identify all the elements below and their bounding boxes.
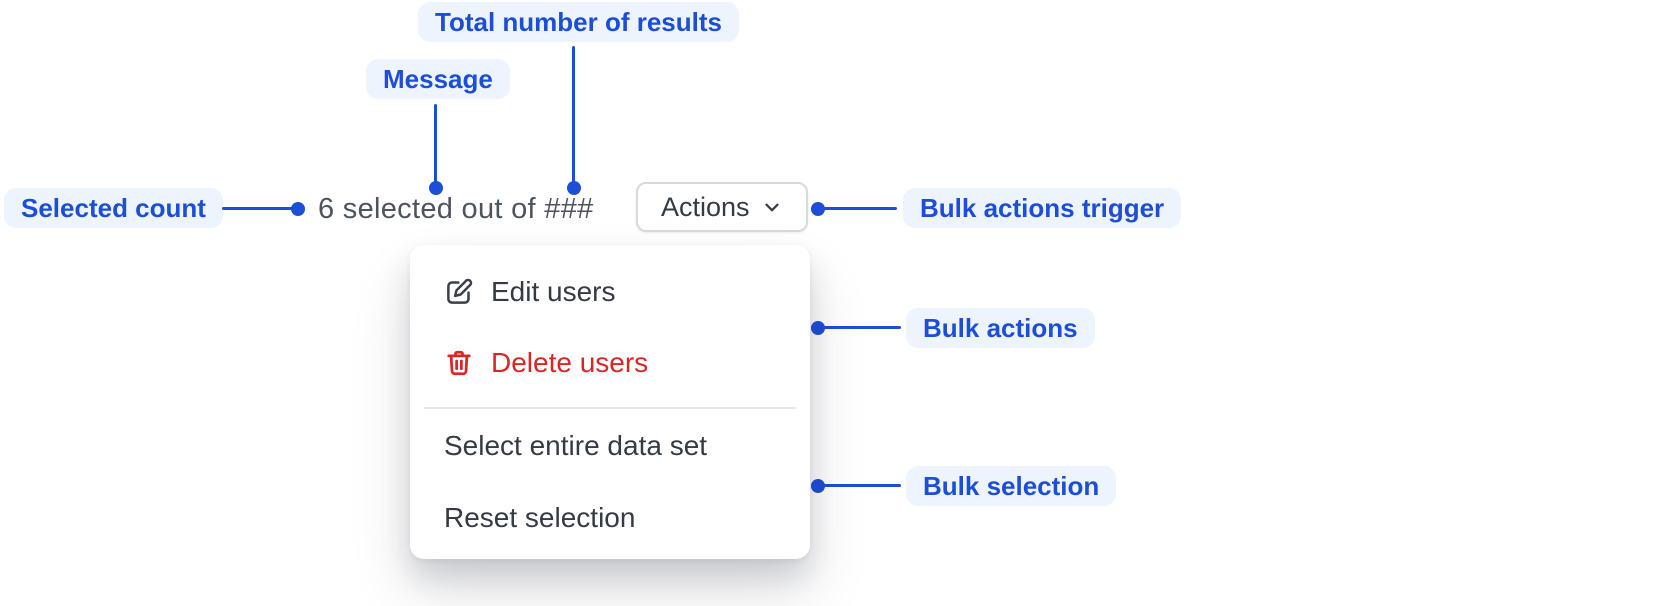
connector-line-selected-count	[222, 207, 294, 210]
menu-item-delete-users[interactable]: Delete users	[410, 339, 810, 387]
callout-total-results: Total number of results	[418, 2, 739, 42]
connector-dot-total-results	[567, 181, 581, 195]
chevron-down-icon	[761, 196, 783, 218]
callout-bulk-actions: Bulk actions	[906, 308, 1095, 348]
connector-line-bulk-actions	[823, 326, 901, 329]
actions-button-label: Actions	[661, 191, 750, 222]
connector-line-total-results	[572, 46, 575, 184]
menu-item-label: Edit users	[491, 276, 616, 307]
connector-dot-message	[429, 181, 443, 195]
menu-item-reset-selection[interactable]: Reset selection	[410, 494, 810, 542]
connector-line-bulk-selection	[823, 484, 901, 487]
connector-line-bulk-actions-trigger	[823, 207, 897, 210]
connector-dot-bulk-actions	[811, 321, 825, 335]
bulk-actions-menu: Edit users Delete users Select entire da…	[410, 245, 810, 559]
menu-item-label: Delete users	[491, 347, 649, 378]
edit-icon	[444, 277, 474, 307]
connector-dot-selected-count	[291, 202, 305, 216]
menu-item-edit-users[interactable]: Edit users	[410, 268, 810, 316]
menu-item-label: Select entire data set	[444, 430, 708, 461]
callout-bulk-selection: Bulk selection	[906, 466, 1117, 506]
callout-bulk-actions-trigger: Bulk actions trigger	[903, 188, 1182, 228]
menu-item-select-entire-data-set[interactable]: Select entire data set	[410, 422, 810, 470]
menu-divider	[424, 407, 796, 409]
trash-icon	[444, 348, 474, 378]
connector-dot-bulk-actions-trigger	[811, 202, 825, 216]
callout-message: Message	[366, 59, 510, 99]
connector-line-message	[434, 104, 437, 184]
bulk-actions-trigger-button[interactable]: Actions	[636, 182, 808, 232]
menu-item-label: Reset selection	[444, 502, 636, 533]
bulk-selection-message: 6 selected out of ###	[318, 193, 594, 225]
callout-selected-count: Selected count	[4, 188, 223, 228]
connector-dot-bulk-selection	[811, 479, 825, 493]
